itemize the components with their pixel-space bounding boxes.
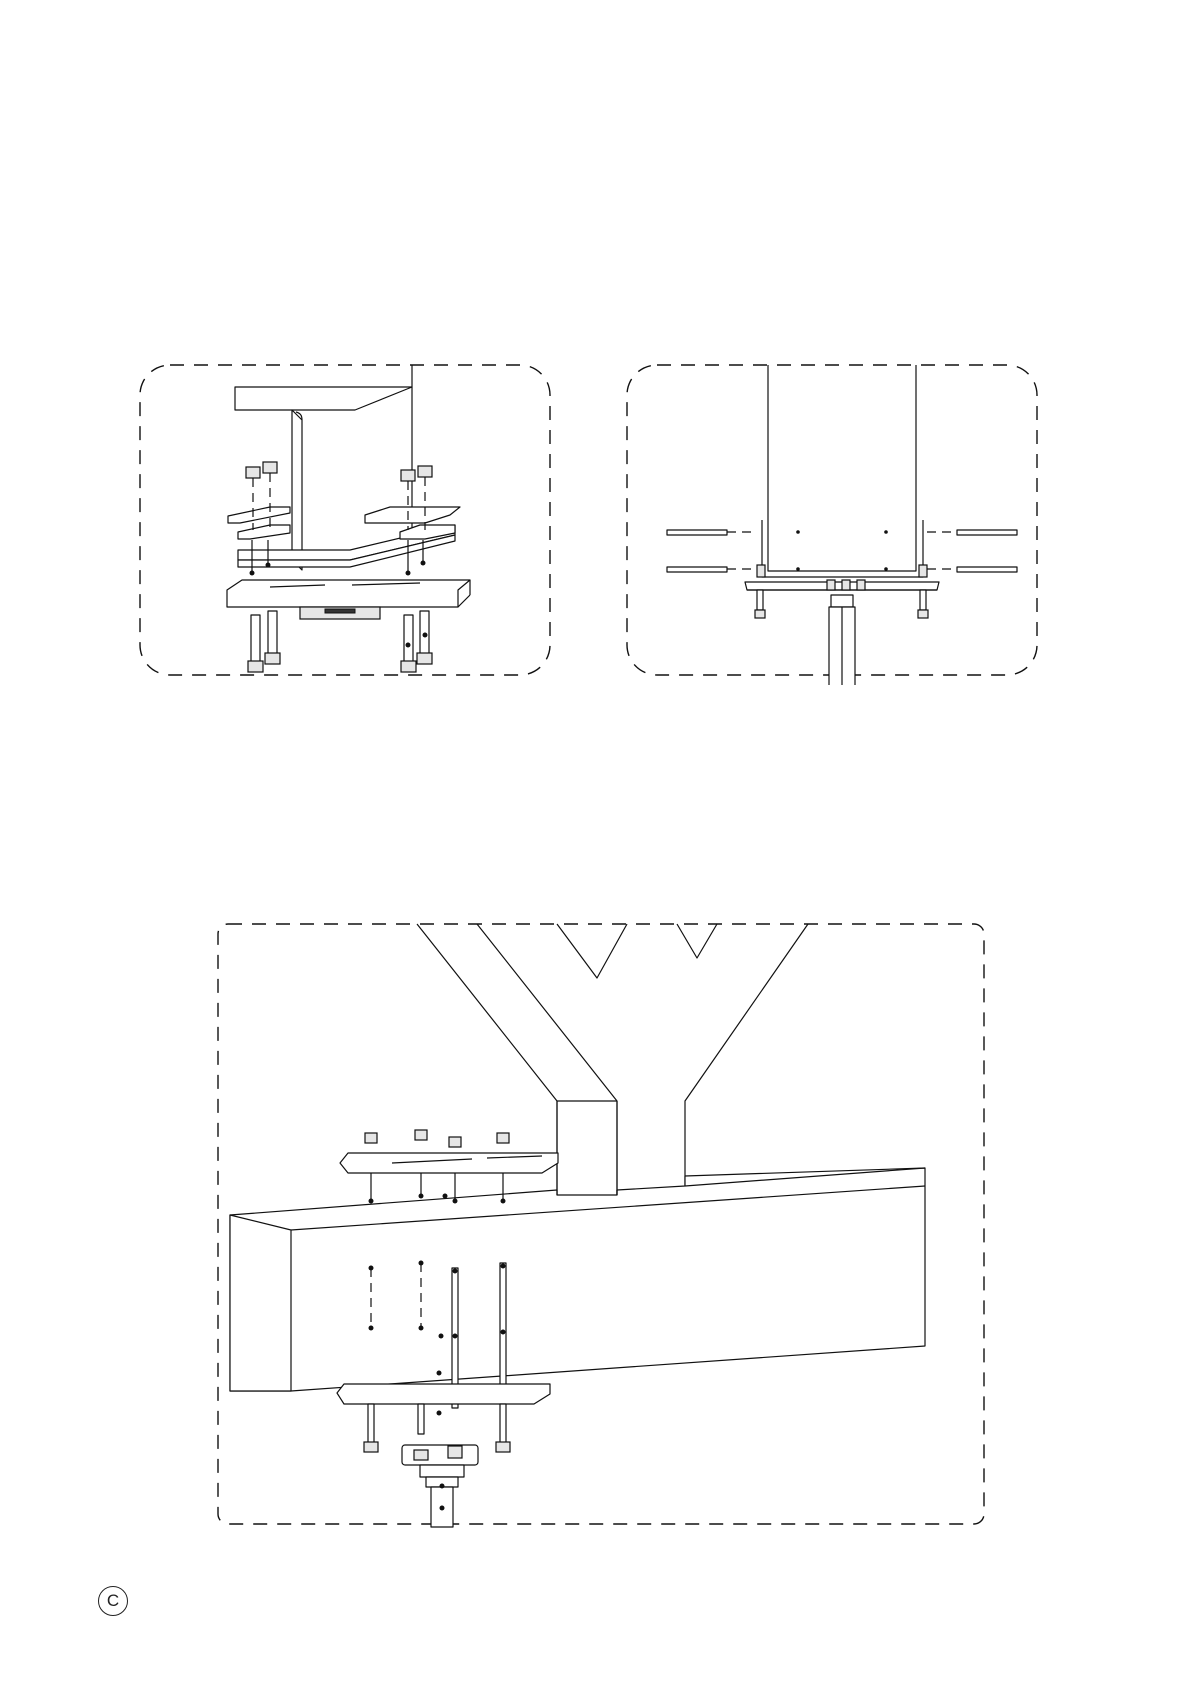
step-label-text: C: [98, 1586, 128, 1616]
ibeam-exploded-drawing: [120, 355, 570, 685]
horizontal-beam: [230, 1101, 925, 1391]
wood-beam-drawing: [212, 918, 990, 1530]
step-label-c: C: [98, 1584, 128, 1616]
pole-clamp: [402, 1445, 478, 1527]
side-bolts: [667, 530, 1017, 572]
bolts: [248, 611, 432, 672]
lower-clamp-bar: [227, 580, 470, 619]
center-nuts: [827, 580, 865, 590]
panel-ibeam-exploded: [120, 355, 570, 685]
panel-ibeam-front: [607, 355, 1057, 685]
mounting-pole: [829, 595, 855, 685]
nuts: [246, 462, 432, 481]
ibeam-front-drawing: [607, 355, 1057, 685]
panel-wood-beam-exploded: [212, 918, 990, 1530]
i-beam-section: [768, 365, 916, 520]
panel-border: [140, 365, 550, 675]
